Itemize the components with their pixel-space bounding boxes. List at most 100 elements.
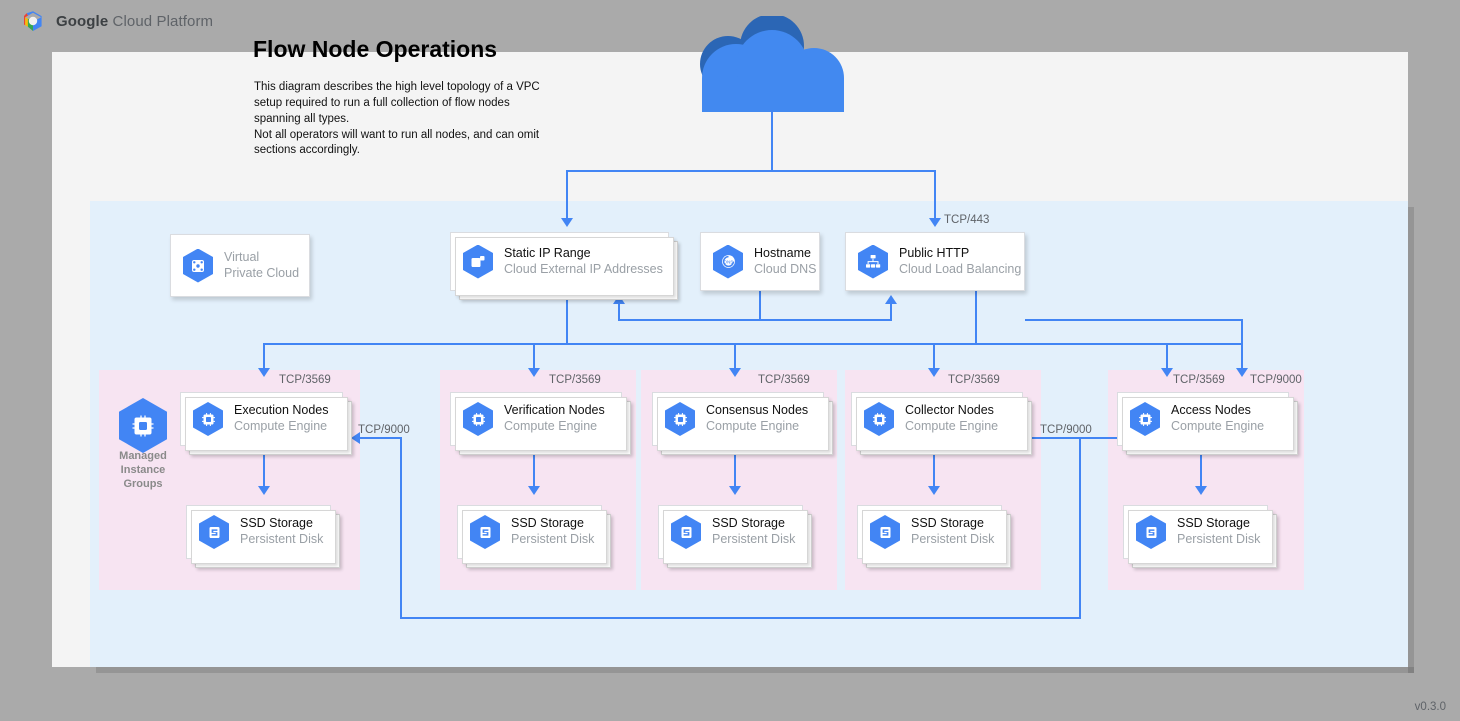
port-label-access-to-execution: TCP/9000	[358, 424, 410, 436]
node-card-text: Collector Nodes Compute Engine	[905, 403, 998, 434]
storage-card-title: SSD Storage	[1177, 516, 1250, 531]
storage-card-title: SSD Storage	[511, 516, 584, 531]
node-card-virtual-private-cloud[interactable]: Virtual Private Cloud	[170, 234, 310, 297]
node-card-text: Verification Nodes Compute Engine	[504, 403, 605, 434]
arrow-bus-to-consensus	[729, 368, 741, 377]
storage-card-text: SSD Storage Persistent Disk	[712, 516, 795, 547]
node-card-execution-nodes[interactable]: Execution Nodes Compute Engine	[180, 392, 352, 455]
storage-card-access[interactable]: SSD Storage Persistent Disk	[1123, 505, 1277, 568]
arrow-access-to-execution	[351, 432, 360, 444]
node-card-text: Static IP Range Cloud External IP Addres…	[504, 246, 663, 277]
load-balancing-icon	[858, 244, 888, 279]
node-card-hostname[interactable]: DNS Hostname Cloud DNS	[700, 232, 820, 291]
storage-card-title: SSD Storage	[712, 516, 785, 531]
connector-verification-to-storage	[533, 446, 535, 490]
storage-card-subtitle: Persistent Disk	[911, 532, 995, 546]
port-label-execution-ingress: TCP/3569	[279, 374, 331, 386]
arrow-bus-to-access	[1161, 368, 1173, 377]
storage-card-subtitle: Persistent Disk	[1177, 532, 1261, 546]
node-card-title: Verification Nodes	[504, 403, 605, 418]
node-card-subtitle: Compute Engine	[234, 419, 328, 433]
port-label-access-ingress: TCP/3569	[1173, 374, 1225, 386]
mig-label-line2: Instance	[120, 463, 166, 476]
connector-hostname-down	[759, 291, 761, 320]
compute-engine-icon	[1130, 402, 1160, 436]
persistent-disk-icon	[1136, 515, 1166, 549]
storage-card-text: SSD Storage Persistent Disk	[1177, 516, 1260, 547]
compute-engine-icon	[193, 402, 223, 436]
node-card-title: Access Nodes	[1171, 403, 1251, 418]
connector-cloud-bus	[566, 170, 936, 172]
cloud-icon	[680, 14, 866, 114]
node-card-subtitle: Cloud DNS	[754, 261, 817, 276]
persistent-disk-icon	[671, 515, 701, 549]
node-card-static-ip-range[interactable]: Static IP Range Cloud External IP Addres…	[450, 232, 678, 300]
connector-access-to-collector	[1032, 437, 1117, 439]
node-card-subtitle: Compute Engine	[1171, 419, 1265, 433]
connector-bus-to-collector	[933, 343, 935, 372]
storage-card-subtitle: Persistent Disk	[240, 532, 324, 546]
arrow-return-to-publichttp	[885, 295, 897, 304]
node-card-public-http[interactable]: Public HTTP Cloud Load Balancing	[845, 232, 1025, 291]
node-card-subtitle: Cloud Load Balancing	[899, 261, 1022, 276]
connector-lb-to-access-top	[1025, 319, 1243, 321]
node-card-collector-nodes[interactable]: Collector Nodes Compute Engine	[851, 392, 1032, 455]
arrow-cloud-to-staticip	[561, 218, 573, 227]
node-card-verification-nodes[interactable]: Verification Nodes Compute Engine	[450, 392, 631, 455]
port-label-verification-ingress: TCP/3569	[549, 374, 601, 386]
arrow-bus-to-verification	[528, 368, 540, 377]
compute-engine-icon	[665, 402, 695, 436]
persistent-disk-icon	[199, 515, 229, 549]
connector-execution-to-storage	[263, 446, 265, 490]
storage-card-verification[interactable]: SSD Storage Persistent Disk	[457, 505, 611, 568]
storage-card-consensus[interactable]: SSD Storage Persistent Disk	[658, 505, 812, 568]
arrow-verification-to-storage	[528, 486, 540, 495]
connector-return-to-staticip	[618, 303, 620, 320]
static-ip-icon	[463, 244, 493, 279]
node-card-subtitle: Compute Engine	[504, 419, 598, 433]
port-label-collector-ingress: TCP/3569	[948, 374, 1000, 386]
storage-card-collector[interactable]: SSD Storage Persistent Disk	[857, 505, 1011, 568]
persistent-disk-icon	[870, 515, 900, 549]
node-card-title: Static IP Range	[504, 245, 591, 260]
google-cloud-logo-icon	[20, 8, 46, 34]
port-label-access-to-collector: TCP/9000	[1040, 424, 1092, 436]
node-card-title: Public HTTP	[899, 245, 970, 260]
storage-card-execution[interactable]: SSD Storage Persistent Disk	[186, 505, 340, 568]
node-card-access-nodes[interactable]: Access Nodes Compute Engine	[1117, 392, 1298, 455]
compute-engine-icon	[463, 402, 493, 436]
storage-card-text: SSD Storage Persistent Disk	[240, 516, 323, 547]
node-card-subtitle: Private Cloud	[224, 265, 300, 280]
connector-lb-to-access	[1241, 320, 1243, 372]
connector-access-to-execution	[360, 437, 402, 439]
node-card-text: Access Nodes Compute Engine	[1171, 403, 1264, 434]
connector-consensus-to-storage	[734, 446, 736, 490]
node-card-title: Collector Nodes	[905, 403, 994, 418]
page-title: Flow Node Operations	[253, 36, 498, 62]
arrow-bus-to-execution	[258, 368, 270, 377]
arrow-collector-to-storage	[928, 486, 940, 495]
node-card-title: Virtual	[224, 249, 260, 264]
svg-text:DNS: DNS	[723, 260, 733, 265]
node-card-subtitle: Compute Engine	[905, 419, 999, 433]
connector-access-loop-bottom	[400, 617, 1081, 619]
arrow-access-ingress-9000	[1236, 368, 1248, 377]
gcp-brand-label: Google Cloud Platform	[56, 13, 213, 30]
connector-return-bus	[618, 319, 892, 321]
connector-collector-to-storage	[933, 446, 935, 490]
port-label-access-extra-ingress: TCP/9000	[1250, 374, 1302, 386]
diagram-description: This diagram describes the high level to…	[254, 81, 540, 157]
connector-staticip-down	[566, 291, 568, 344]
port-label-lb-ingress: TCP/443	[944, 214, 990, 226]
storage-card-text: SSD Storage Persistent Disk	[911, 516, 994, 547]
node-card-consensus-nodes[interactable]: Consensus Nodes Compute Engine	[652, 392, 833, 455]
node-card-text: Virtual Private Cloud	[224, 250, 299, 281]
arrow-execution-to-storage	[258, 486, 270, 495]
arrow-consensus-to-storage	[729, 486, 741, 495]
connector-cloud-trunk	[771, 110, 773, 172]
arrow-access-to-storage	[1195, 486, 1207, 495]
connector-cloud-to-staticip	[566, 170, 568, 220]
gcp-brand-bold: Google	[56, 12, 109, 30]
gcp-brand-rest: Cloud Platform	[108, 12, 214, 30]
version-label: v0.3.0	[1414, 701, 1446, 713]
